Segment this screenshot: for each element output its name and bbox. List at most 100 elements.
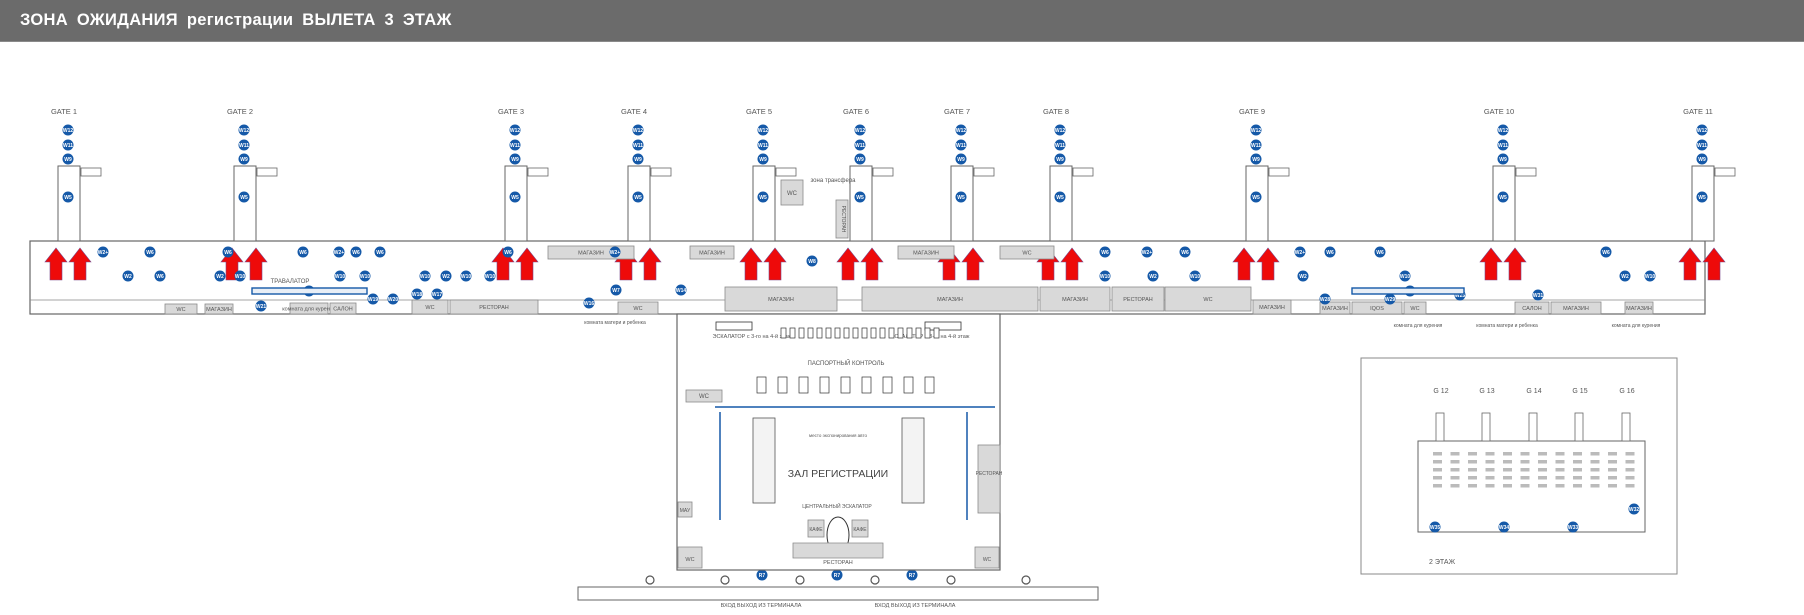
checkin-counter-left[interactable] bbox=[752, 417, 776, 504]
escalator-left[interactable] bbox=[715, 321, 753, 331]
location-pin-icon[interactable]: W5 bbox=[632, 191, 644, 203]
location-pin-icon[interactable]: W2 bbox=[1147, 270, 1159, 282]
location-pin-icon[interactable]: W2 bbox=[122, 270, 134, 282]
location-pin-icon[interactable]: W35 bbox=[1429, 521, 1441, 533]
location-pin-icon[interactable]: W11 bbox=[509, 139, 521, 151]
location-pin-icon[interactable]: W6 bbox=[154, 270, 166, 282]
location-pin-icon[interactable]: W6 bbox=[222, 246, 234, 258]
location-pin-icon[interactable]: W10 bbox=[1189, 270, 1201, 282]
location-pin-icon[interactable]: W5 bbox=[1696, 191, 1708, 203]
location-pin-icon[interactable]: R7 bbox=[756, 569, 768, 581]
location-pin-icon[interactable]: W11 bbox=[757, 139, 769, 151]
location-pin-icon[interactable]: W28 bbox=[1319, 293, 1331, 305]
location-pin-icon[interactable]: W5 bbox=[509, 191, 521, 203]
location-pin-icon[interactable]: W11 bbox=[854, 139, 866, 151]
location-pin-icon[interactable]: W11 bbox=[1250, 139, 1262, 151]
location-pin-icon[interactable]: W21 bbox=[255, 300, 267, 312]
location-pin-icon[interactable]: W6 bbox=[1099, 246, 1111, 258]
location-pin-icon[interactable]: W2 bbox=[1619, 270, 1631, 282]
location-pin-icon[interactable]: W9 bbox=[1054, 153, 1066, 165]
location-pin-icon[interactable]: W6 bbox=[350, 246, 362, 258]
location-pin-icon[interactable]: W12 bbox=[1054, 124, 1066, 136]
location-pin-icon[interactable]: W9 bbox=[1497, 153, 1509, 165]
travelator-left[interactable] bbox=[251, 287, 368, 295]
location-pin-icon[interactable]: W20 bbox=[387, 293, 399, 305]
location-pin-icon[interactable]: W10 bbox=[460, 270, 472, 282]
location-pin-icon[interactable]: W9 bbox=[1696, 153, 1708, 165]
location-pin-icon[interactable]: W12 bbox=[509, 124, 521, 136]
location-pin-icon[interactable]: W12 bbox=[1250, 124, 1262, 136]
location-pin-icon[interactable]: W6 bbox=[502, 246, 514, 258]
location-pin-icon[interactable]: W5 bbox=[62, 191, 74, 203]
location-pin-icon[interactable]: W9 bbox=[632, 153, 644, 165]
location-pin-icon[interactable]: W9 bbox=[757, 153, 769, 165]
location-pin-icon[interactable]: W2+ bbox=[1294, 246, 1306, 258]
location-pin-icon[interactable]: W29 bbox=[1384, 293, 1396, 305]
location-pin-icon[interactable]: W11 bbox=[238, 139, 250, 151]
location-pin-icon[interactable]: W11 bbox=[1054, 139, 1066, 151]
location-pin-icon[interactable]: W5 bbox=[1250, 191, 1262, 203]
location-pin-icon[interactable]: W2 bbox=[214, 270, 226, 282]
location-pin-icon[interactable]: W11 bbox=[1497, 139, 1509, 151]
location-pin-icon[interactable]: W12 bbox=[632, 124, 644, 136]
location-pin-icon[interactable]: W12 bbox=[757, 124, 769, 136]
location-pin-icon[interactable]: W6 bbox=[374, 246, 386, 258]
location-pin-icon[interactable]: W2 bbox=[1297, 270, 1309, 282]
location-pin-icon[interactable]: W6 bbox=[1324, 246, 1336, 258]
location-pin-icon[interactable]: W11 bbox=[632, 139, 644, 151]
location-pin-icon[interactable]: W12 bbox=[62, 124, 74, 136]
escalator-right[interactable] bbox=[924, 321, 962, 331]
location-pin-icon[interactable]: W6 bbox=[1374, 246, 1386, 258]
location-pin-icon[interactable]: W32 bbox=[1628, 503, 1640, 515]
location-pin-icon[interactable]: W5 bbox=[854, 191, 866, 203]
location-pin-icon[interactable]: W9 bbox=[854, 153, 866, 165]
location-pin-icon[interactable]: W11 bbox=[62, 139, 74, 151]
location-pin-icon[interactable]: W10 bbox=[484, 270, 496, 282]
location-pin-icon[interactable]: R7 bbox=[831, 569, 843, 581]
location-pin-icon[interactable]: W6 bbox=[297, 246, 309, 258]
location-pin-icon[interactable]: W16 bbox=[583, 297, 595, 309]
location-pin-icon[interactable]: W8 bbox=[806, 255, 818, 267]
location-pin-icon[interactable]: W31 bbox=[1532, 289, 1544, 301]
location-pin-icon[interactable]: W5 bbox=[757, 191, 769, 203]
location-pin-icon[interactable]: W34 bbox=[1498, 521, 1510, 533]
location-pin-icon[interactable]: W2+ bbox=[609, 246, 621, 258]
location-pin-icon[interactable]: W11 bbox=[955, 139, 967, 151]
location-pin-icon[interactable]: W10 bbox=[1099, 270, 1111, 282]
location-pin-icon[interactable]: W9 bbox=[238, 153, 250, 165]
travelator-right[interactable] bbox=[1351, 287, 1465, 295]
location-pin-icon[interactable]: W19 bbox=[367, 293, 379, 305]
location-pin-icon[interactable]: W6 bbox=[1600, 246, 1612, 258]
location-pin-icon[interactable]: R7 bbox=[906, 569, 918, 581]
location-pin-icon[interactable]: W10 bbox=[1399, 270, 1411, 282]
location-pin-icon[interactable]: W2+ bbox=[1141, 246, 1153, 258]
location-pin-icon[interactable]: W5 bbox=[1054, 191, 1066, 203]
location-pin-icon[interactable]: W12 bbox=[238, 124, 250, 136]
location-pin-icon[interactable]: W6 bbox=[144, 246, 156, 258]
location-pin-icon[interactable]: W17 bbox=[431, 288, 443, 300]
location-pin-icon[interactable]: W9 bbox=[62, 153, 74, 165]
location-pin-icon[interactable]: W11 bbox=[1696, 139, 1708, 151]
location-pin-icon[interactable]: W10 bbox=[334, 270, 346, 282]
location-pin-icon[interactable]: W18 bbox=[411, 288, 423, 300]
location-pin-icon[interactable]: W9 bbox=[1250, 153, 1262, 165]
location-pin-icon[interactable]: W2+ bbox=[97, 246, 109, 258]
location-pin-icon[interactable]: W2 bbox=[440, 270, 452, 282]
location-pin-icon[interactable]: W12 bbox=[1497, 124, 1509, 136]
location-pin-icon[interactable]: W6 bbox=[1179, 246, 1191, 258]
location-pin-icon[interactable]: W10 bbox=[359, 270, 371, 282]
location-pin-icon[interactable]: W12 bbox=[1696, 124, 1708, 136]
location-pin-icon[interactable]: W2+ bbox=[333, 246, 345, 258]
location-pin-icon[interactable]: W12 bbox=[854, 124, 866, 136]
location-pin-icon[interactable]: W7 bbox=[610, 284, 622, 296]
location-pin-icon[interactable]: W9 bbox=[955, 153, 967, 165]
